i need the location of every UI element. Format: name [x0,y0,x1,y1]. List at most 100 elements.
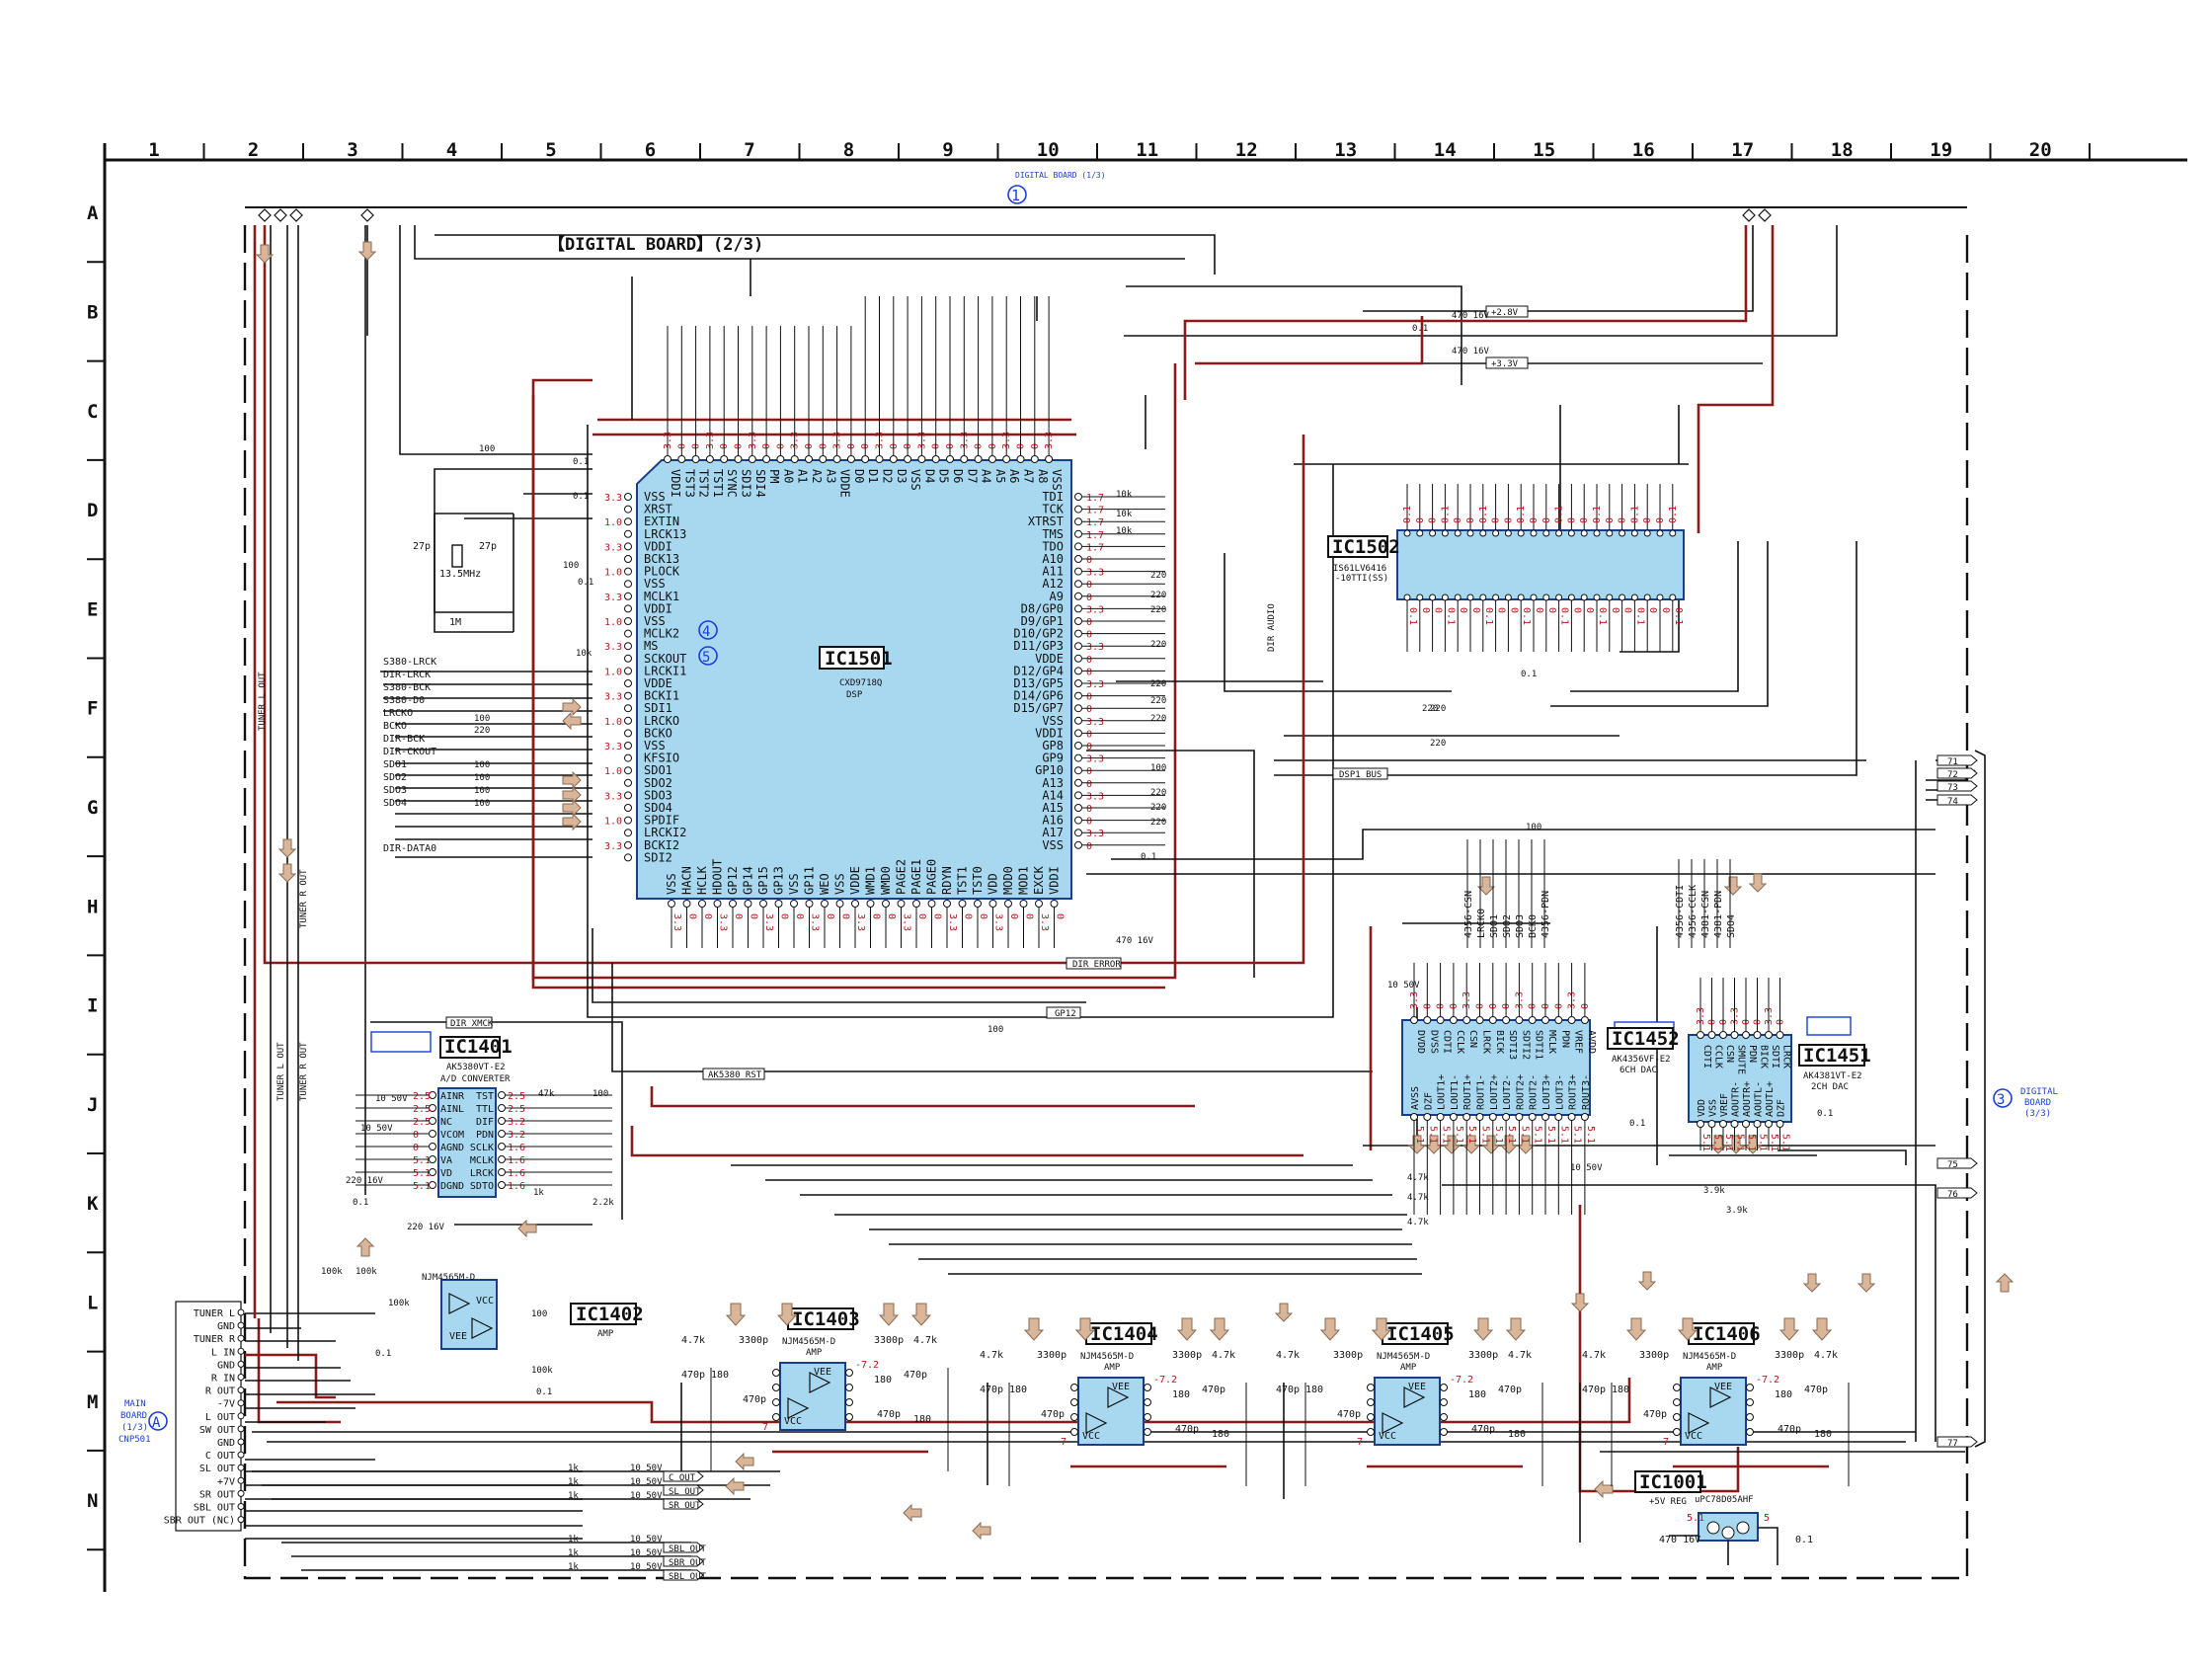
ic1501-pin-right-20: GP8 [1042,739,1064,752]
ic1501-pin-top-3: TST1 [711,469,725,498]
ic1502-volt-bot-8: 0 [1508,607,1519,613]
passive-6: 100 [474,714,490,724]
net-v28: +2.8V [1491,308,1519,318]
ic1452-pin-top-1: DVSS [1428,1030,1439,1054]
ic1403-volt-neg: -7.2 [855,1360,879,1371]
ic1401-volt-right-0: 2.5 [508,1091,525,1102]
ref-marker-1: 1 [1011,187,1020,204]
passive-13: 10k [1116,510,1133,519]
passive-51: 100 [531,1309,547,1319]
passive-43: 220 16V [407,1223,445,1232]
conn-pin-0: TUNER L [194,1308,235,1319]
ic1501-pin-left-23: SDO2 [644,776,672,790]
ic1401-pin-right-2: DIF [476,1117,494,1128]
ic1451-volt-bot-6: 5.1 [1769,1134,1779,1151]
ic1001-vin: 5.1 [1687,1513,1704,1524]
ic1502-volt-top-3: 0.1 [1440,506,1451,523]
grid-col-7: 7 [744,139,754,161]
ic1501-pin-left-22: SDO1 [644,763,672,777]
ic1501-pin-bottom-10: WEO [818,873,831,895]
ic1501-volt-bottom-11: 0 [840,913,851,919]
passive-3: 100 [563,561,579,571]
ic1405-c6: 470p [1471,1424,1495,1435]
ic1502-part: IS61LV6416 [1333,564,1386,574]
passive-4: 0.1 [578,578,593,588]
ic1403-part: NJM4565M-D [782,1337,835,1347]
ic1501-volt-right-21: 3.3 [1086,754,1104,765]
conn-pin-4: GND [217,1360,235,1371]
passive-48: 100k [321,1267,343,1277]
tuner-r-out-bottom: TUNER R OUT [299,1042,309,1101]
ic1502-volt-top-4: 0 [1453,517,1463,523]
ic1501-pin-left-27: LRCKI2 [644,826,686,839]
ic1452-pin-bot-12: ROUT3+ [1568,1074,1579,1110]
ic1502-volt-top-2: 0 [1428,517,1439,523]
ic1501-pin-top-22: A4 [980,469,993,483]
ic1452-pin-bot-9: ROUT2- [1529,1074,1540,1110]
ic1501-pin-right-7: A12 [1042,577,1064,591]
right-tap-75: 75 [1947,1160,1958,1170]
ic1501-pin-top-14: D1 [866,469,880,483]
out-bus-res-0: 1k [568,1464,579,1473]
ic1501-volt-right-9: 3.3 [1086,604,1104,615]
ic1501-pin-top-17: VSS [908,469,922,491]
ic1452-volt-bot-4: 5.1 [1466,1126,1477,1144]
ic1501-pin-top-24: A6 [1007,469,1021,483]
ic1501-pin-left-3: LRCK13 [644,527,686,541]
ic1501-volt-right-1: 1.7 [1086,506,1104,516]
grid-col-10: 10 [1037,139,1060,161]
ic1501-pin-top-18: D4 [922,469,936,483]
ic1401-pin-left-0: AINR [440,1091,465,1102]
ic1501-volt-right-28: 0 [1086,841,1092,852]
ic1501-pin-top-5: SDI3 [740,469,753,498]
ic1502-volt-bot-13: 0 [1571,607,1582,613]
ic1452-pin-top-5: LRCK [1481,1030,1492,1054]
crystal-oscillator: 27p 27p 13.5MHz 1M [413,513,514,633]
right-ref-line3: (3/3) [2024,1109,2051,1119]
grid-col-11: 11 [1136,139,1158,161]
ic1402-amp: NJM4565M-D IC1402 AMP VCC VEE [422,1273,644,1350]
ic1502-sram: 0.10.100000.10.100000.10.100000.10.10000… [1327,484,1685,652]
ic1452-pin-top-4: CSN [1467,1030,1478,1048]
ic1406-r2: 180 [1612,1385,1629,1395]
ic1452-pin-top-13: AVDD [1586,1030,1597,1054]
ic1501-pin-top-15: D2 [881,469,895,483]
ic1401-pin-left-5: VA [440,1155,452,1166]
ic1404-vcc: VCC [1082,1431,1100,1442]
ic1502-volt-bot-1: 0 [1420,607,1431,613]
ic1502-part2: -10TTI(SS) [1335,574,1388,584]
conn-pin-6: R OUT [205,1386,235,1397]
ic1401-adc: IC1401 AK5380VT-E2 A/D CONVERTER AINR2.5… [356,1031,612,1198]
right-tap-76: 76 [1947,1190,1958,1200]
ic1452-pin-top-3: CCLK [1455,1030,1465,1054]
out-bus-res-4: 1k [568,1548,579,1558]
ic1452-top-signal-5: BCK0 [1528,914,1539,938]
ic1501-volt-left-8: 3.3 [604,593,622,603]
passive-14: 10k [1116,526,1133,536]
ic1501-pin-top-8: A0 [781,469,795,483]
ic1501-pin-bottom-23: MOD1 [1017,866,1031,895]
ic1451-volt-bot-0: 5.1 [1700,1134,1711,1151]
ic1501-volt-left-26: 1.0 [604,817,622,828]
ic1403-c3: 470p [743,1394,766,1405]
ic1501-pin-right-27: A17 [1042,826,1064,839]
grid-row-N: N [87,1490,98,1512]
grid-row-A: A [87,202,99,224]
passive-29: 0.1 [1521,670,1537,679]
ic1501-volt-bottom-12: 3.3 [855,913,866,931]
ic1405-volt-pos: 7 [1357,1437,1363,1448]
board-border [243,206,1969,1580]
ic1501-pin-right-14: D12/GP4 [1013,664,1064,677]
ic1501-volt-right-2: 1.7 [1086,517,1104,528]
ic1501-pin-right-21: GP9 [1042,752,1064,765]
ic1452-pin-bot-4: ROUT1+ [1462,1074,1473,1110]
ic1405-r5: 180 [1508,1429,1526,1440]
ic1451-volt-bot-2: 5.1 [1723,1134,1734,1151]
ic1501-volt-bottom-22: 0 [1008,913,1019,919]
ic1501-pin-bottom-20: TST0 [971,866,985,895]
ic1501-volt-bottom-21: 3.3 [993,913,1004,931]
conn-pin-16: SBR OUT (NC) [164,1516,235,1527]
ic1451-dac: IC1451 AK4381VT-E2 2CH DAC CDTI3.3CCLK0C… [1675,859,1871,1151]
ic1406-r1: 4.7k [1582,1350,1606,1361]
